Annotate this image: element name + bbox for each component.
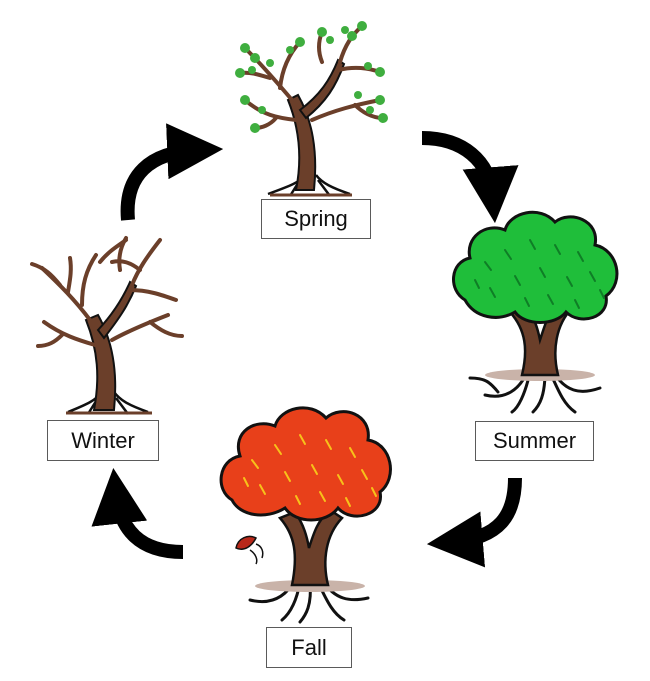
spring-tree-illustration bbox=[235, 21, 388, 197]
winter-label: Winter bbox=[47, 420, 159, 461]
arrow-winter-to-spring bbox=[120, 123, 224, 221]
fall-tree-illustration bbox=[219, 406, 392, 624]
winter-tree-illustration bbox=[30, 236, 184, 415]
spring-label: Spring bbox=[261, 199, 371, 239]
arrow-spring-to-summer bbox=[421, 131, 519, 224]
arrow-summer-to-fall bbox=[426, 477, 522, 568]
fall-label: Fall bbox=[266, 627, 352, 668]
arrow-fall-to-winter bbox=[91, 467, 184, 559]
summer-tree-illustration bbox=[452, 210, 619, 414]
summer-label: Summer bbox=[475, 421, 594, 461]
